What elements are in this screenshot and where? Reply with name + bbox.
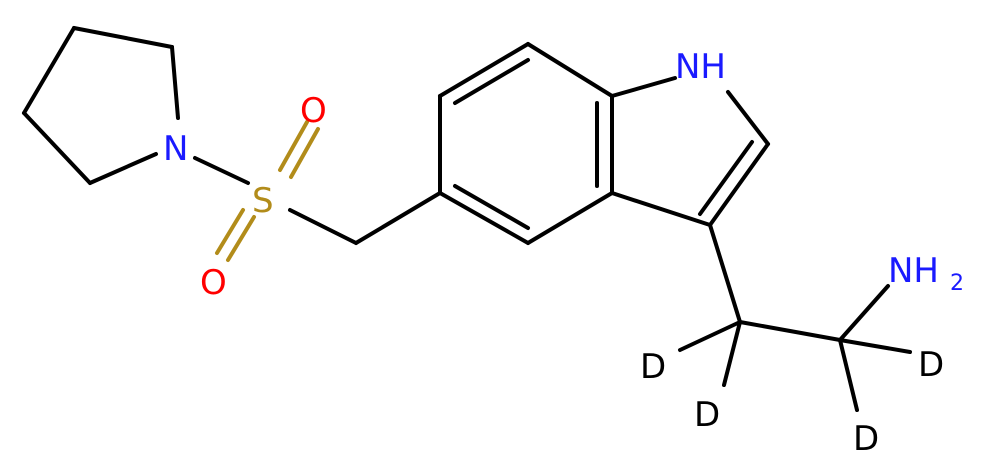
- bond: [354, 191, 442, 245]
- bond: [838, 338, 912, 354]
- bond: [678, 320, 742, 352]
- bond: [438, 191, 530, 245]
- bond: [526, 191, 614, 245]
- bond: [708, 142, 770, 227]
- bond: [193, 156, 250, 185]
- bond: [838, 338, 859, 412]
- ethylamine-chain: [678, 223, 912, 412]
- pyrrolidine-ring: [22, 26, 250, 185]
- atom-label-nh: NH: [675, 47, 726, 87]
- bond: [170, 45, 180, 120]
- atom-label-n-pyrrolidine: N: [163, 129, 188, 169]
- benzene-ring: [438, 42, 614, 245]
- bond: [22, 111, 92, 185]
- bond: [22, 26, 76, 115]
- bond: [738, 320, 842, 342]
- bond: [708, 223, 742, 324]
- atom-label-nh2: NH: [888, 251, 939, 291]
- bond: [288, 208, 358, 245]
- atom-label-nh2-subscript: 2: [950, 271, 964, 296]
- bond: [453, 58, 530, 105]
- atom-label-deuterium: D: [694, 395, 720, 435]
- atom-label-oxygen-top: O: [300, 91, 327, 131]
- bond: [226, 215, 256, 262]
- atom-label-sulfur: S: [252, 181, 274, 221]
- bond: [215, 208, 245, 255]
- bond: [610, 191, 712, 227]
- atom-label-oxygen-bottom: O: [200, 263, 227, 303]
- bond: [610, 76, 677, 98]
- bond: [526, 42, 614, 98]
- bond: [726, 90, 770, 146]
- atom-label-deuterium: D: [640, 347, 666, 387]
- bond: [88, 152, 158, 185]
- bond: [722, 320, 742, 387]
- bond: [453, 184, 530, 230]
- bond: [438, 42, 530, 98]
- bond: [698, 140, 754, 216]
- atom-label-deuterium: D: [853, 419, 879, 459]
- bond: [289, 127, 320, 179]
- pyrrole-ring: [610, 76, 770, 227]
- bond: [838, 284, 890, 342]
- atom-label-deuterium: D: [918, 345, 944, 385]
- bond: [72, 26, 174, 49]
- bond: [278, 120, 309, 172]
- sulfonyl-group: [215, 120, 442, 262]
